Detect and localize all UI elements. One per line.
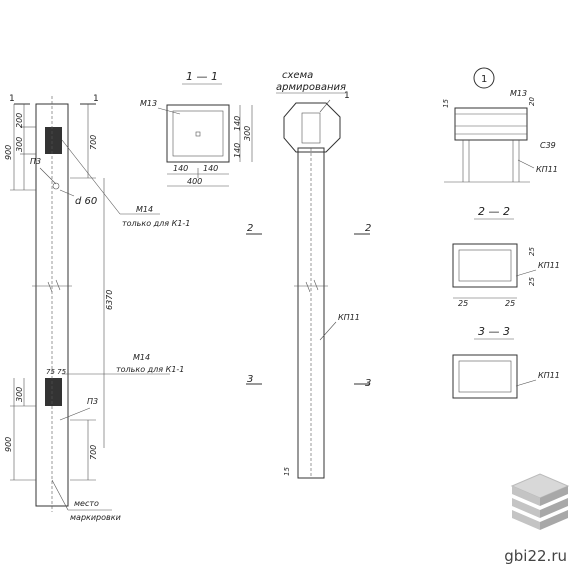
label-marking-1: место bbox=[74, 499, 99, 508]
section-1-1-title: 1 — 1 bbox=[186, 70, 218, 83]
watermark: gbi22.ru bbox=[504, 547, 567, 565]
dim-20-detail: 20 bbox=[528, 97, 536, 106]
dim-140-right: 140 bbox=[203, 164, 218, 173]
dim-25-v2: 25 bbox=[528, 277, 536, 286]
dim-140-left: 140 bbox=[173, 164, 188, 173]
dim-700-bottom: 700 bbox=[89, 445, 98, 460]
label-m14-bottom: М14 bbox=[133, 353, 150, 362]
dim-140-v1: 140 bbox=[233, 116, 242, 131]
section-2-2-title: 2 — 2 bbox=[478, 205, 510, 218]
dim-25-left: 25 bbox=[458, 299, 468, 308]
scheme-title-2: армирования bbox=[276, 82, 346, 93]
cut-2-left: 2 bbox=[247, 223, 253, 234]
section-3-3: 3 — 3 КП11 bbox=[452, 325, 560, 399]
note-m14-bottom: только для К1-1 bbox=[116, 365, 184, 374]
dim-900-top: 900 bbox=[4, 145, 13, 160]
dim-300: 300 bbox=[243, 126, 252, 141]
cut-mark-1-left: 1 bbox=[9, 94, 15, 104]
cut-2-right: 2 bbox=[365, 223, 371, 234]
label-kp11-33: КП11 bbox=[538, 371, 560, 380]
dim-900-bottom: 900 bbox=[4, 437, 13, 452]
gbi22-logo bbox=[510, 473, 570, 530]
section-3-3-title: 3 — 3 bbox=[478, 325, 510, 338]
dim-200: 200 bbox=[15, 113, 24, 128]
reinforcement-scheme: схема армирования 1 2 2 3 3 КП11 15 bbox=[246, 70, 371, 479]
label-m14-top: М14 bbox=[136, 205, 153, 214]
label-m13-detail: М13 bbox=[510, 89, 527, 98]
top-detail: 1 М13 С39 КП11 15 20 bbox=[442, 67, 558, 183]
embedded-plate-m14-bottom bbox=[45, 378, 62, 406]
dim-15-scheme: 15 bbox=[283, 467, 291, 476]
scheme-title-1: схема bbox=[282, 70, 313, 81]
cut-3-left: 3 bbox=[247, 374, 253, 385]
dim-6370: 6370 bbox=[105, 290, 114, 310]
embedded-plate-m14-top bbox=[45, 127, 62, 154]
dim-300-top: 300 bbox=[15, 137, 24, 152]
cut-mark-1-right: 1 bbox=[93, 94, 99, 104]
label-d60: d 60 bbox=[75, 196, 97, 207]
column-elevation: 1 1 200 300 900 700 6370 П3 d 60 М14 тол… bbox=[4, 94, 190, 522]
dim-300-bottom: 300 bbox=[15, 387, 24, 402]
callout-1: 1 bbox=[481, 74, 487, 85]
label-p3-bottom: П3 bbox=[87, 397, 98, 406]
note-m14-top: только для К1-1 bbox=[122, 219, 190, 228]
dim-75-75: 75 75 bbox=[46, 368, 67, 376]
label-kp11-scheme: КП11 bbox=[338, 313, 360, 322]
cut-3-right: 3 bbox=[365, 378, 371, 389]
label-kp11-22: КП11 bbox=[538, 261, 560, 270]
label-kp11-detail: КП11 bbox=[536, 165, 558, 174]
section-1-1: 1 — 1 М13 140 140 400 140 140 300 bbox=[140, 70, 253, 187]
section-2-2: 2 — 2 25 25 25 25 КП11 bbox=[452, 205, 560, 308]
label-p3-top: П3 bbox=[30, 157, 41, 166]
dim-15-detail: 15 bbox=[442, 99, 450, 108]
dim-25-right: 25 bbox=[505, 299, 515, 308]
dim-700-top: 700 bbox=[89, 135, 98, 150]
scheme-mark-1: 1 bbox=[344, 91, 350, 101]
label-c39: С39 bbox=[540, 141, 556, 150]
label-m13-sec: М13 bbox=[140, 99, 157, 108]
label-marking-2: маркировки bbox=[70, 513, 121, 522]
dim-25-v1: 25 bbox=[528, 247, 536, 256]
dim-400: 400 bbox=[187, 177, 202, 186]
dim-140-v2: 140 bbox=[233, 143, 242, 158]
